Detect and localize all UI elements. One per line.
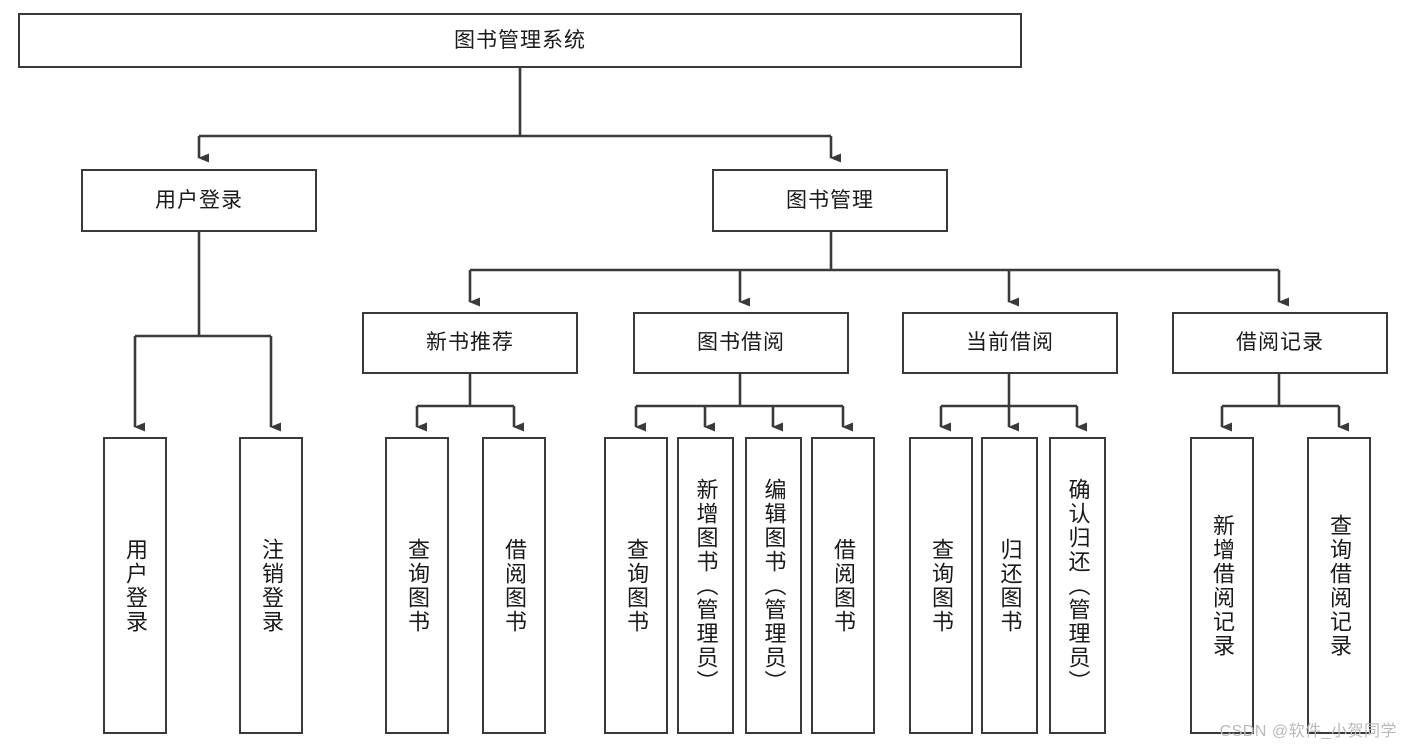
leaf-user-login-login[interactable]: 用户登录 xyxy=(103,437,167,734)
node-borrow-record[interactable]: 借阅记录 xyxy=(1172,312,1388,374)
node-root-system[interactable]: 图书管理系统 xyxy=(18,13,1022,68)
node-label: 新增图书（管理员） xyxy=(693,477,719,694)
leaf-current-borrow-query[interactable]: 查询图书 xyxy=(909,437,973,734)
leaf-current-borrow-return[interactable]: 归还图书 xyxy=(981,437,1038,734)
node-book-borrow[interactable]: 图书借阅 xyxy=(633,312,849,374)
csdn-watermark: CSDN @软件_小贺同学 xyxy=(1219,723,1397,740)
node-label: 编辑图书（管理员） xyxy=(761,477,787,694)
leaf-borrow-record-add[interactable]: 新增借阅记录 xyxy=(1190,437,1254,734)
node-label: 查询图书 xyxy=(623,537,649,634)
node-label: 新增借阅记录 xyxy=(1209,513,1235,658)
node-label: 查询图书 xyxy=(928,537,954,634)
node-label: 借阅图书 xyxy=(830,537,856,634)
leaf-book-borrow-borrow[interactable]: 借阅图书 xyxy=(811,437,875,734)
leaf-new-book-borrow[interactable]: 借阅图书 xyxy=(482,437,546,734)
node-current-borrow[interactable]: 当前借阅 xyxy=(902,312,1118,374)
leaf-book-borrow-add[interactable]: 新增图书（管理员） xyxy=(677,437,734,734)
node-label: 注销登录 xyxy=(258,537,284,634)
leaf-book-borrow-query[interactable]: 查询图书 xyxy=(604,437,668,734)
node-label: 用户登录 xyxy=(122,537,148,634)
node-label: 借阅图书 xyxy=(501,537,527,634)
node-book-manage[interactable]: 图书管理 xyxy=(712,169,948,232)
node-label: 图书管理系统 xyxy=(454,28,586,52)
leaf-borrow-record-query[interactable]: 查询借阅记录 xyxy=(1307,437,1371,734)
node-label: 图书借阅 xyxy=(697,331,785,355)
node-label: 借阅记录 xyxy=(1236,331,1324,355)
node-label: 新书推荐 xyxy=(426,331,514,355)
node-label: 确认归还（管理员） xyxy=(1065,477,1091,694)
node-new-book-recommend[interactable]: 新书推荐 xyxy=(362,312,578,374)
leaf-new-book-query[interactable]: 查询图书 xyxy=(385,437,449,734)
leaf-book-borrow-edit[interactable]: 编辑图书（管理员） xyxy=(745,437,802,734)
node-label: 图书管理 xyxy=(786,188,874,212)
node-label: 当前借阅 xyxy=(966,331,1054,355)
node-label: 归还图书 xyxy=(997,537,1023,634)
leaf-user-login-logout[interactable]: 注销登录 xyxy=(239,437,303,734)
node-label: 查询图书 xyxy=(404,537,430,634)
node-label: 用户登录 xyxy=(155,188,243,212)
node-user-login[interactable]: 用户登录 xyxy=(81,169,317,232)
node-label: 查询借阅记录 xyxy=(1326,513,1352,658)
leaf-current-borrow-confirm-return[interactable]: 确认归还（管理员） xyxy=(1049,437,1106,734)
